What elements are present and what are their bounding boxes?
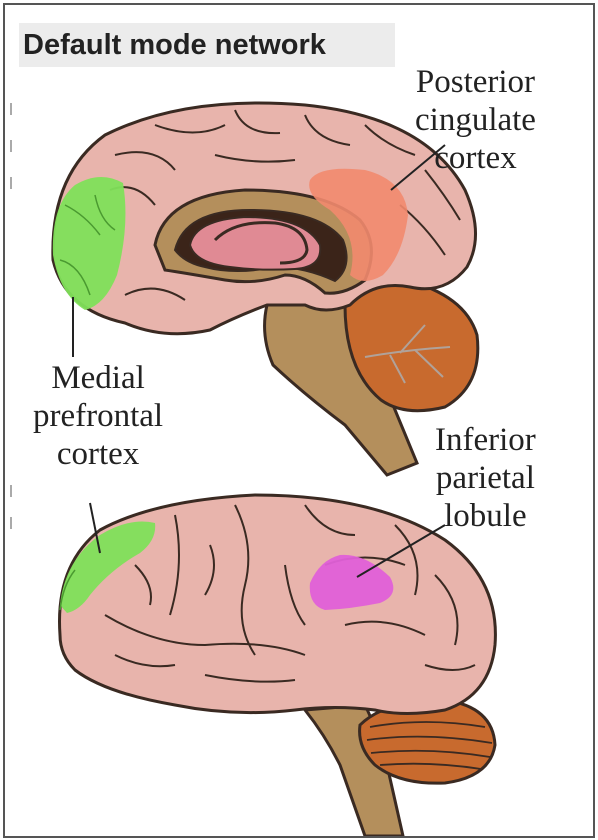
top-cerebellum-arbor: [364, 324, 451, 384]
edge-tick: [10, 103, 12, 115]
figure-title: Default mode network: [23, 29, 326, 61]
ipl-label: Inferior parietal lobule: [435, 421, 536, 535]
mpfc-region-bottom: [60, 521, 156, 613]
edge-tick: [10, 177, 12, 189]
mpfc-label-line-3: cortex: [56, 436, 140, 472]
mpfc-region-bottom-edge: [59, 569, 76, 611]
brain-diagram: [51, 101, 497, 836]
edge-tick: [10, 517, 12, 529]
top-thalamus: [188, 215, 322, 271]
ipl-label-line-3: lobule: [444, 498, 527, 534]
ipl-label-line-2: parietal: [435, 460, 535, 496]
pcc-label: Posterior cingulate cortex: [415, 63, 536, 177]
top-fornix: [213, 221, 309, 265]
mpfc-label: Medial prefrontal cortex: [33, 359, 163, 473]
pcc-region: [309, 168, 408, 281]
mpfc-label-line-1: Medial: [51, 360, 145, 396]
mpfc-region-top: [52, 176, 126, 310]
ipl-label-line-1: Inferior: [435, 422, 536, 458]
mpfc-label-line-2: prefrontal: [33, 398, 164, 434]
pcc-label-line-3: cortex: [434, 140, 517, 176]
bottom-sulci-lines: [104, 504, 476, 683]
pcc-leader-line: [390, 144, 446, 191]
bottom-cerebellum-folia: [366, 721, 493, 770]
mpfc-leader-line-bottom: [89, 502, 101, 554]
mpfc-gyri-top: [59, 194, 116, 296]
edge-tick: [10, 485, 12, 497]
bottom-cerebrum: [58, 493, 497, 715]
title-background: [19, 23, 395, 67]
pcc-label-line-2: cingulate: [415, 102, 536, 138]
pcc-label-line-1: Posterior: [415, 64, 536, 100]
figure-frame: Default mode network Posterior cingulate…: [3, 3, 595, 838]
top-gyri-lines: [109, 109, 461, 301]
edge-tick: [10, 140, 12, 152]
ipl-leader-line: [356, 524, 446, 578]
